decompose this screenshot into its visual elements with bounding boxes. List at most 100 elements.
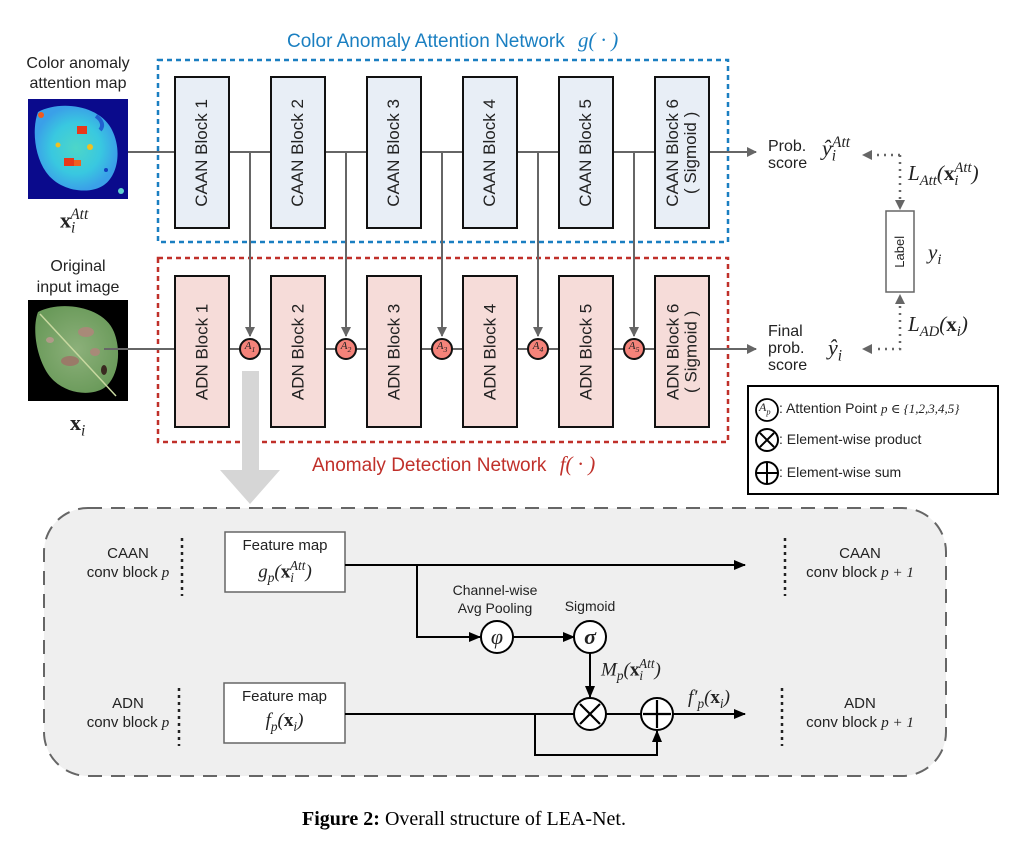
legend-sum-text: : Element-wise sum <box>779 464 902 480</box>
adn-block-6 <box>654 275 710 428</box>
caan-block-title: CAAN Block 6 <box>663 98 683 207</box>
adn-block-2-label: ADN Block 2 <box>271 276 325 427</box>
attention-map-image <box>28 99 128 199</box>
caan-left-line1: CAAN <box>107 545 149 562</box>
zoom-down-arrow <box>220 371 280 504</box>
label-box <box>885 210 915 293</box>
adn-block-2 <box>270 275 326 428</box>
caption-text: Overall structure of LEA-Net. <box>384 808 626 830</box>
att-loss-arrowhead-left <box>862 150 872 160</box>
attention-point-label: A1 <box>244 340 256 355</box>
legend-product-icon <box>755 428 779 452</box>
orig-label-line1: Original <box>50 258 106 275</box>
legend-attention-icon <box>755 398 779 422</box>
orig-image-symbol: xi <box>70 410 86 440</box>
phi-symbol: φ <box>490 624 504 649</box>
adn-feature-map-box <box>223 682 346 744</box>
ad-loss-arrowhead-up <box>895 294 905 304</box>
caan-block-3-label: CAAN Block 3 <box>367 77 421 228</box>
product-op-icon <box>573 697 607 731</box>
caan-output-label: Prob. score <box>768 138 807 172</box>
attention-point-1 <box>239 338 261 360</box>
ad-loss-dotted-path <box>874 306 902 351</box>
caan-block-4 <box>462 76 518 229</box>
ad-loss-label: LAD(xi) <box>908 312 968 341</box>
output-fmap-label: f′p(xi) <box>688 687 730 711</box>
caption-label: Figure 2: <box>302 808 380 830</box>
adn-block-3 <box>366 275 422 428</box>
adn-block-1 <box>174 275 230 428</box>
att-loss-label: LAtt(xiAtt) <box>908 160 979 190</box>
adn-block-1-label: ADN Block 1 <box>175 276 229 427</box>
pooling-op-circle <box>480 620 514 654</box>
adn-conv-block-right: ADN conv block p + 1 <box>795 694 925 733</box>
caan-block-5-label: CAAN Block 5 <box>559 77 613 228</box>
caan-fmap-symbol: gp(xiAtt) <box>258 558 312 586</box>
legend-box <box>747 385 999 495</box>
adn-block-4-label: ADN Block 4 <box>463 276 517 427</box>
caan-block-3 <box>366 76 422 229</box>
caan-block-title: CAAN Block 4 <box>480 98 500 207</box>
att-map-label-line1: Color anomaly <box>26 55 130 72</box>
adn-block-title: ADN Block 4 <box>480 303 500 400</box>
caan-output-symbol: ŷiAtt <box>822 134 851 165</box>
attention-point-label: A5 <box>628 340 640 355</box>
sum-op-icon <box>640 697 674 731</box>
caan-blocks <box>174 76 710 229</box>
label-symbol: yi <box>928 240 942 269</box>
caan-conv-block-right: CAAN conv block p + 1 <box>795 544 925 583</box>
adn-block-title: ADN Block 5 <box>576 303 596 400</box>
adn-left-line1: ADN <box>112 695 144 712</box>
adn-output-line1: Final <box>768 323 803 340</box>
caan-feature-map-box <box>224 531 346 593</box>
adn-block-subtitle: ( Sigmoid ) <box>681 310 700 393</box>
ad-loss-arrowhead-left <box>862 344 872 354</box>
legend-product-text: : Element-wise product <box>779 431 922 447</box>
adn-right-line1: ADN <box>844 695 876 712</box>
caan-block-2 <box>270 76 326 229</box>
adn-block-title: ADN Block 2 <box>288 303 308 400</box>
att-map-symbol: xiAtt <box>60 206 89 237</box>
adn-block-title: ADN Block 3 <box>384 303 404 400</box>
caan-right-line1: CAAN <box>839 545 881 562</box>
caan-title: Color Anomaly Attention Network g( · ) <box>287 28 618 53</box>
caan-block-subtitle: ( Sigmoid ) <box>681 111 701 194</box>
caan-block-4-label: CAAN Block 4 <box>463 77 517 228</box>
caan-block-1-label: CAAN Block 1 <box>175 77 229 228</box>
mask-label: Mp(xiAtt) <box>601 656 661 684</box>
attention-point-3 <box>431 338 453 360</box>
attention-point-2 <box>335 338 357 360</box>
adn-block-6-label: ADN Block 6( Sigmoid ) <box>655 276 709 427</box>
adn-block-4 <box>462 275 518 428</box>
adn-output-line3: score <box>768 357 808 374</box>
adn-block-3-label: ADN Block 3 <box>367 276 421 427</box>
pool-branch-arrow <box>416 565 481 642</box>
adn-block-5 <box>558 275 614 428</box>
adn-func: f( · ) <box>559 452 596 476</box>
caan-conv-block-left: CAAN conv block p <box>78 544 178 583</box>
pooling-label-line2: Avg Pooling <box>457 600 533 616</box>
attention-point-label: A2 <box>340 340 352 355</box>
attention-point-5 <box>623 338 645 360</box>
attention-point-label: A3 <box>436 340 448 355</box>
pooling-label: Channel-wise Avg Pooling <box>430 581 560 617</box>
label-box-text: Label <box>892 235 908 268</box>
caan-fmap-label: Feature map <box>242 537 328 554</box>
caan-block-6-label: CAAN Block 6( Sigmoid ) <box>655 77 709 228</box>
adn-output-symbol: ŷi <box>828 335 843 365</box>
adn-block-5-label: ADN Block 5 <box>559 276 613 427</box>
caan-title-text: Color Anomaly Attention Network <box>287 31 565 52</box>
att-loss-arrowhead-down <box>895 200 905 210</box>
pooling-label-line1: Channel-wise <box>452 582 538 598</box>
sigmoid-op-circle <box>573 620 607 654</box>
adn-output-label: Final prob. score <box>768 323 807 374</box>
orig-label-line2: input image <box>36 279 120 296</box>
caan-block-2-label: CAAN Block 2 <box>271 77 325 228</box>
figure-caption: Figure 2: Overall structure of LEA-Net. <box>302 808 626 831</box>
adn-output-line2: prob. <box>768 340 805 357</box>
adn-block-title: ADN Block 6 <box>663 303 683 400</box>
legend-attention-text: : Attention Point p ∈ {1,2,3,4,5} <box>779 400 960 416</box>
adn-fmap-symbol: fp(xi) <box>265 710 304 734</box>
